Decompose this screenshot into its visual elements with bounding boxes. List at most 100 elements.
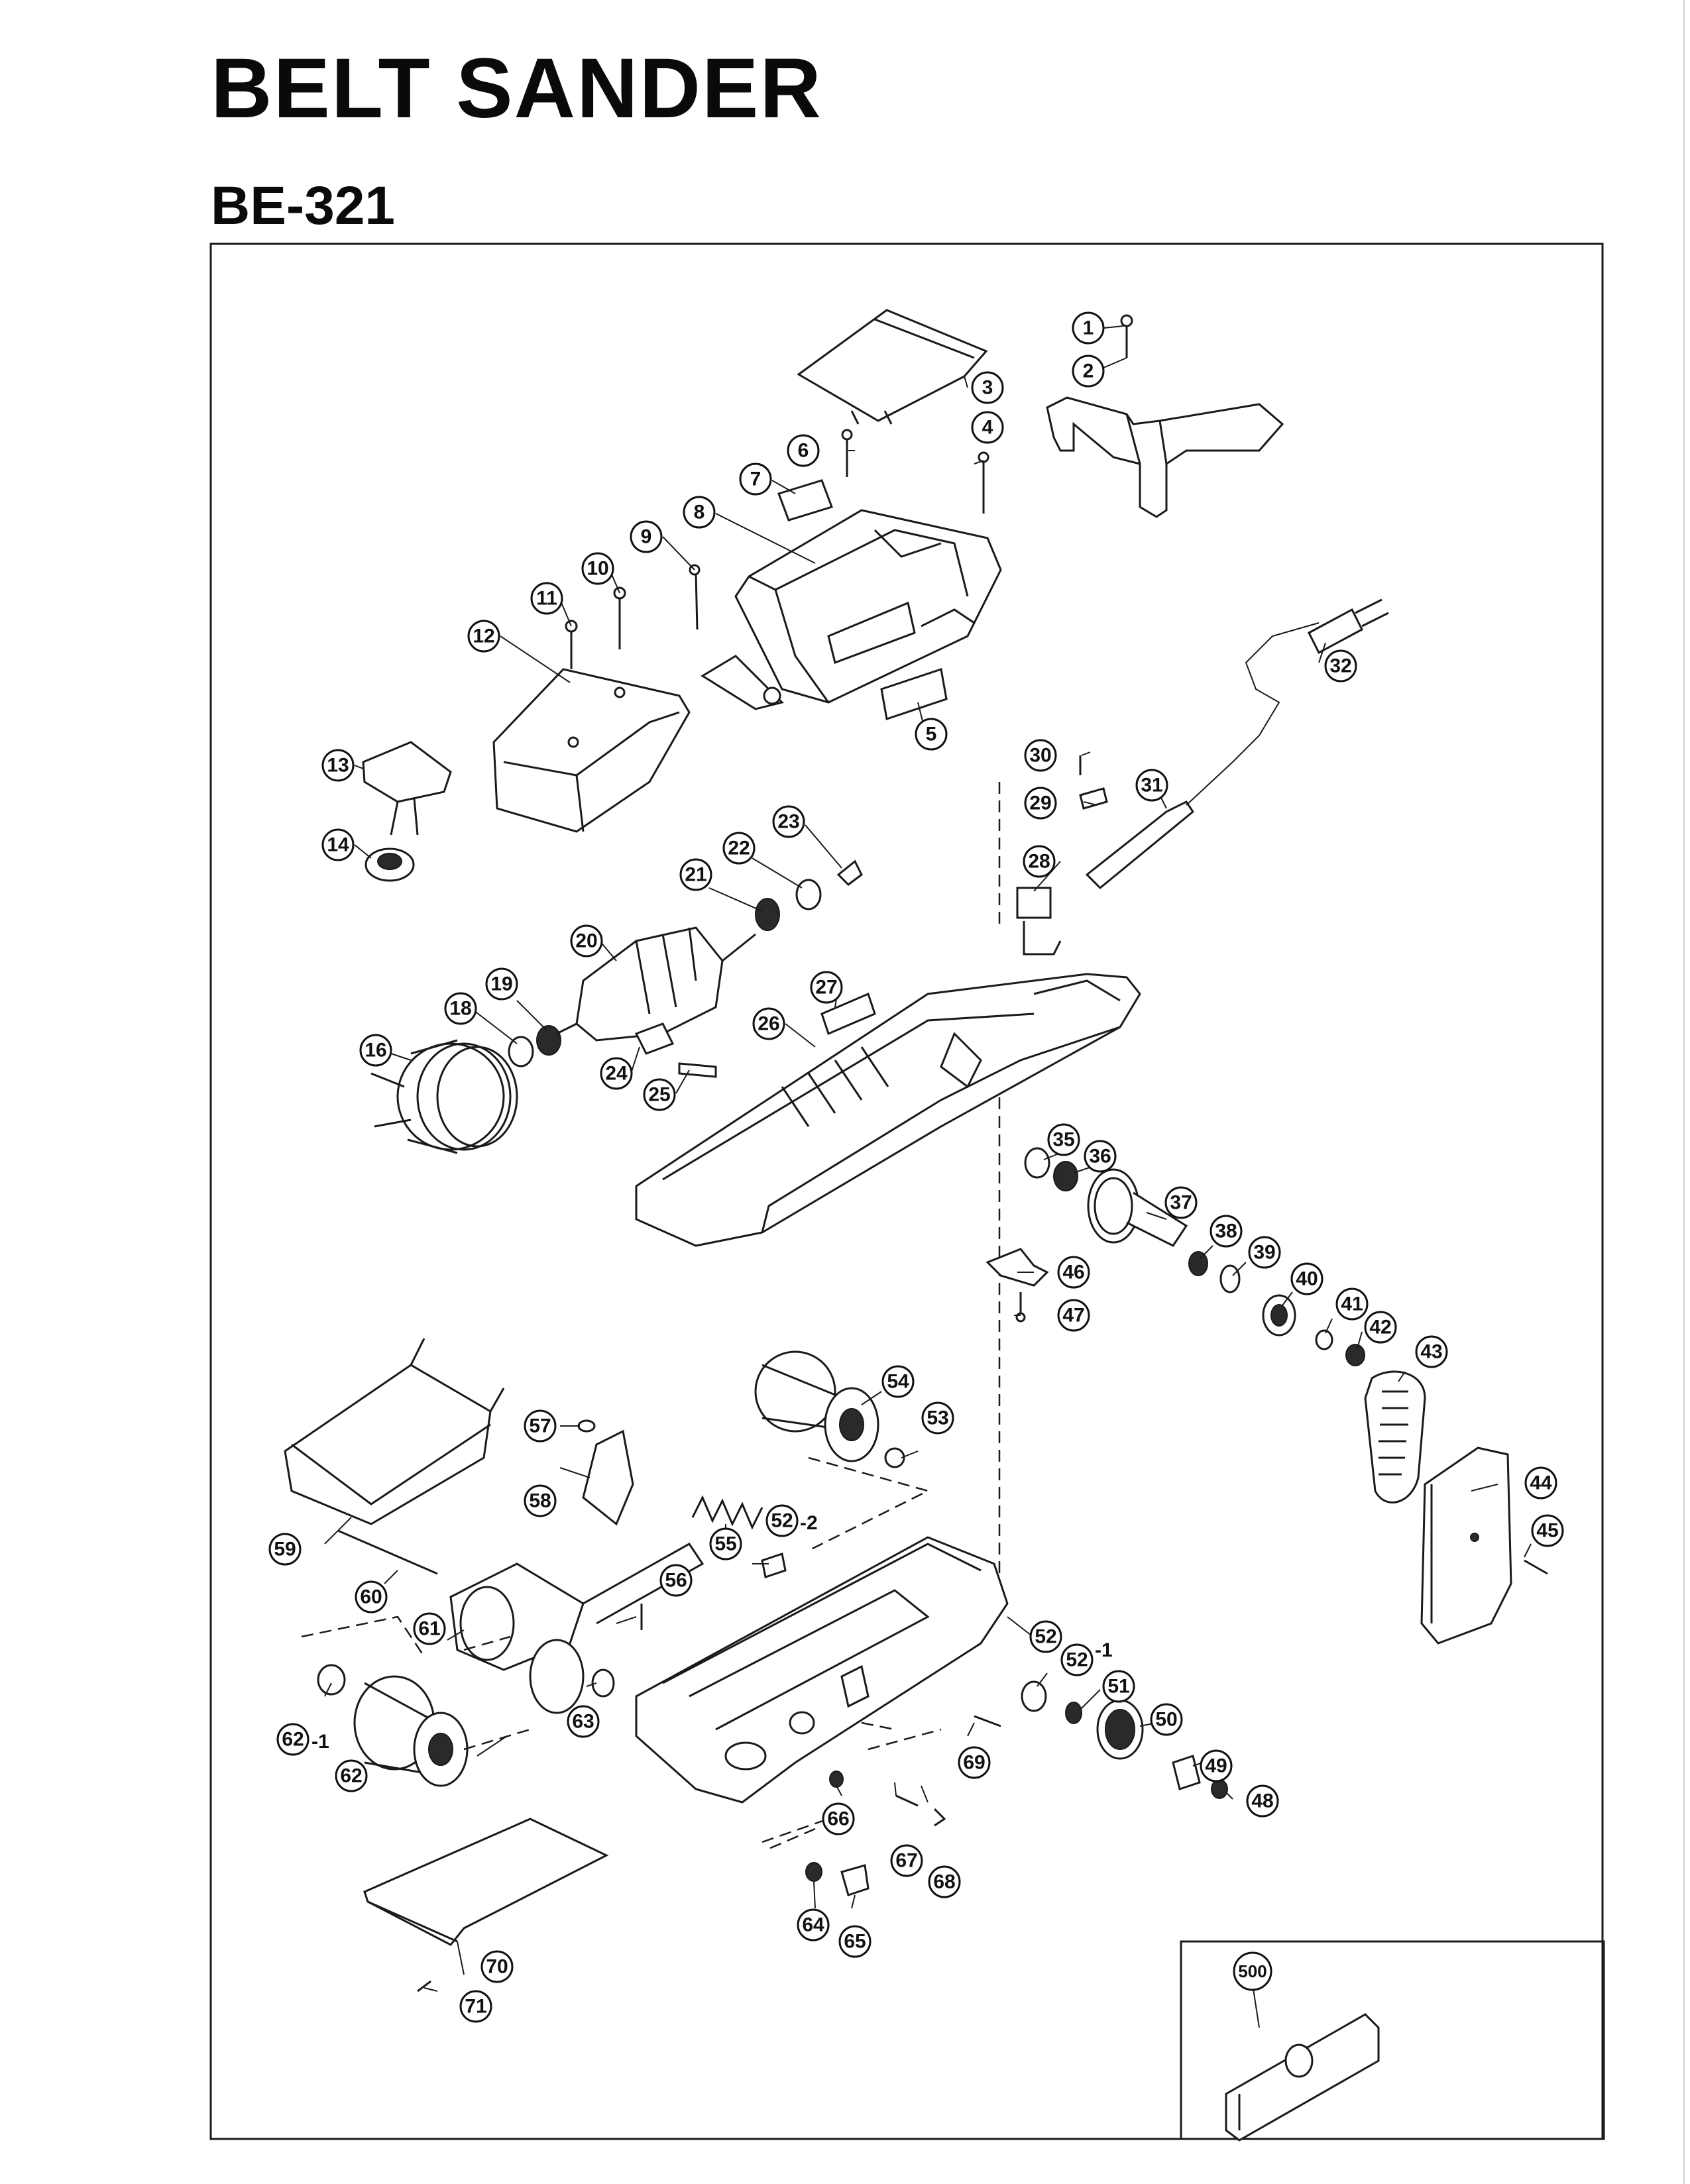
callout-25: 25 — [643, 1078, 676, 1111]
part-number-label: 49 — [1205, 1755, 1227, 1777]
part-number-label: 64 — [802, 1914, 824, 1936]
part-number-label: 71 — [465, 1996, 486, 2018]
plate-58 — [582, 1429, 634, 1526]
part-number-label: 4 — [982, 417, 993, 439]
nut-42 — [1345, 1344, 1365, 1366]
callout-41: 41 — [1335, 1287, 1369, 1321]
screws-top — [689, 429, 989, 630]
part-number-label: 60 — [360, 1586, 382, 1608]
bearing-36 — [1053, 1161, 1078, 1191]
ring-39 — [1219, 1264, 1241, 1293]
part-number-label: 56 — [665, 1570, 687, 1592]
part-number-label: 52 — [771, 1510, 793, 1532]
callout-14: 14 — [321, 828, 355, 861]
cord-guard — [365, 847, 415, 882]
gear-shaft-37 — [1087, 1168, 1188, 1247]
leader-lines — [324, 325, 1532, 2028]
part-number-label: 30 — [1029, 745, 1051, 767]
part-number-label: 27 — [815, 977, 837, 999]
part-number-label: 52 — [1035, 1626, 1056, 1648]
part-number-label: 62 — [340, 1765, 362, 1787]
part-number-label: 44 — [1530, 1472, 1552, 1494]
callout-43: 43 — [1415, 1335, 1448, 1368]
assembly-lines-lower — [301, 1615, 942, 1843]
part-number-label: 14 — [327, 834, 349, 856]
callout-36: 36 — [1084, 1140, 1117, 1173]
part-number-label: 48 — [1251, 1790, 1273, 1812]
screw-71 — [417, 1980, 431, 1993]
callout-68: 68 — [928, 1865, 961, 1898]
callout-27: 27 — [810, 971, 843, 1004]
callout-61: 61 — [413, 1612, 446, 1645]
part-number-label: 39 — [1253, 1242, 1275, 1264]
part-number-label: 19 — [490, 973, 512, 995]
screw-69 — [974, 1715, 1001, 1727]
callout-suffix: -1 — [311, 1731, 329, 1753]
part-number-label: 24 — [605, 1063, 628, 1085]
part-number-label: 65 — [844, 1931, 866, 1953]
platen-70 — [363, 1818, 609, 1946]
callout-11: 11 — [530, 582, 563, 615]
callout-59: 59 — [268, 1533, 302, 1566]
part-number-label: 47 — [1062, 1305, 1084, 1327]
bracket-46 — [986, 1248, 1049, 1287]
page-title: BELT SANDER — [211, 41, 822, 136]
callout-38: 38 — [1210, 1215, 1243, 1248]
bearing-21 — [755, 898, 780, 931]
part-number-label: 16 — [365, 1040, 386, 1062]
nut-66 — [829, 1771, 844, 1788]
motor-housing — [635, 973, 1141, 1247]
model-number: BE-321 — [211, 176, 396, 236]
callout-47: 47 — [1057, 1299, 1090, 1332]
callout-28: 28 — [1023, 845, 1056, 878]
washer-57 — [577, 1419, 596, 1433]
label-plate-small — [880, 668, 948, 720]
inset-frame — [1180, 1940, 1605, 2140]
part-number-label: 22 — [728, 838, 750, 859]
callout-19: 19 — [485, 967, 518, 1001]
callout-52: 52 — [1029, 1620, 1062, 1653]
part-number-label: 66 — [827, 1808, 849, 1830]
callout-suffix: -1 — [1095, 1639, 1113, 1661]
assembly-lines-middle — [768, 1456, 930, 1850]
callout-56: 56 — [659, 1564, 693, 1597]
part-number-label: 25 — [648, 1084, 670, 1106]
brush-cap — [1016, 887, 1062, 956]
callout-39: 39 — [1248, 1236, 1281, 1269]
idler-roller — [317, 1664, 469, 1787]
callout-22: 22 — [722, 832, 756, 865]
bearing-18 — [508, 1036, 534, 1067]
callout-16: 16 — [359, 1034, 392, 1067]
callout-52-1: 52 — [1060, 1643, 1094, 1676]
pinion-40 — [1262, 1294, 1296, 1337]
drive-roller — [754, 1350, 879, 1462]
part-number-label: 31 — [1141, 775, 1162, 796]
switch-assembly — [362, 741, 452, 836]
part-number-label: 29 — [1029, 792, 1051, 814]
callout-8: 8 — [683, 496, 716, 529]
callout-10: 10 — [581, 552, 614, 585]
callout-1: 1 — [1072, 311, 1105, 345]
callout-55: 55 — [709, 1527, 742, 1560]
knob-65 — [840, 1864, 870, 1896]
screw-67 — [895, 1794, 919, 1807]
callout-44: 44 — [1524, 1466, 1557, 1500]
callout-57: 57 — [524, 1409, 557, 1443]
dust-bag-adapter-500 — [1225, 2013, 1380, 2142]
callout-29: 29 — [1024, 787, 1057, 820]
callout-9: 9 — [630, 520, 663, 553]
field-coil — [370, 1039, 518, 1154]
callout-52-2: 52 — [765, 1504, 799, 1537]
callout-26: 26 — [752, 1007, 785, 1040]
part-number-label: 12 — [473, 626, 494, 647]
callout-40: 40 — [1290, 1262, 1324, 1295]
washer-53 — [884, 1447, 905, 1468]
housing-cover — [701, 509, 1002, 710]
part-number-label: 63 — [572, 1711, 594, 1733]
callout-37: 37 — [1164, 1186, 1198, 1219]
callout-65: 65 — [838, 1925, 872, 1958]
end-cap — [492, 668, 691, 833]
part-number-label: 62 — [282, 1729, 304, 1751]
part-number-label: 23 — [777, 811, 799, 833]
